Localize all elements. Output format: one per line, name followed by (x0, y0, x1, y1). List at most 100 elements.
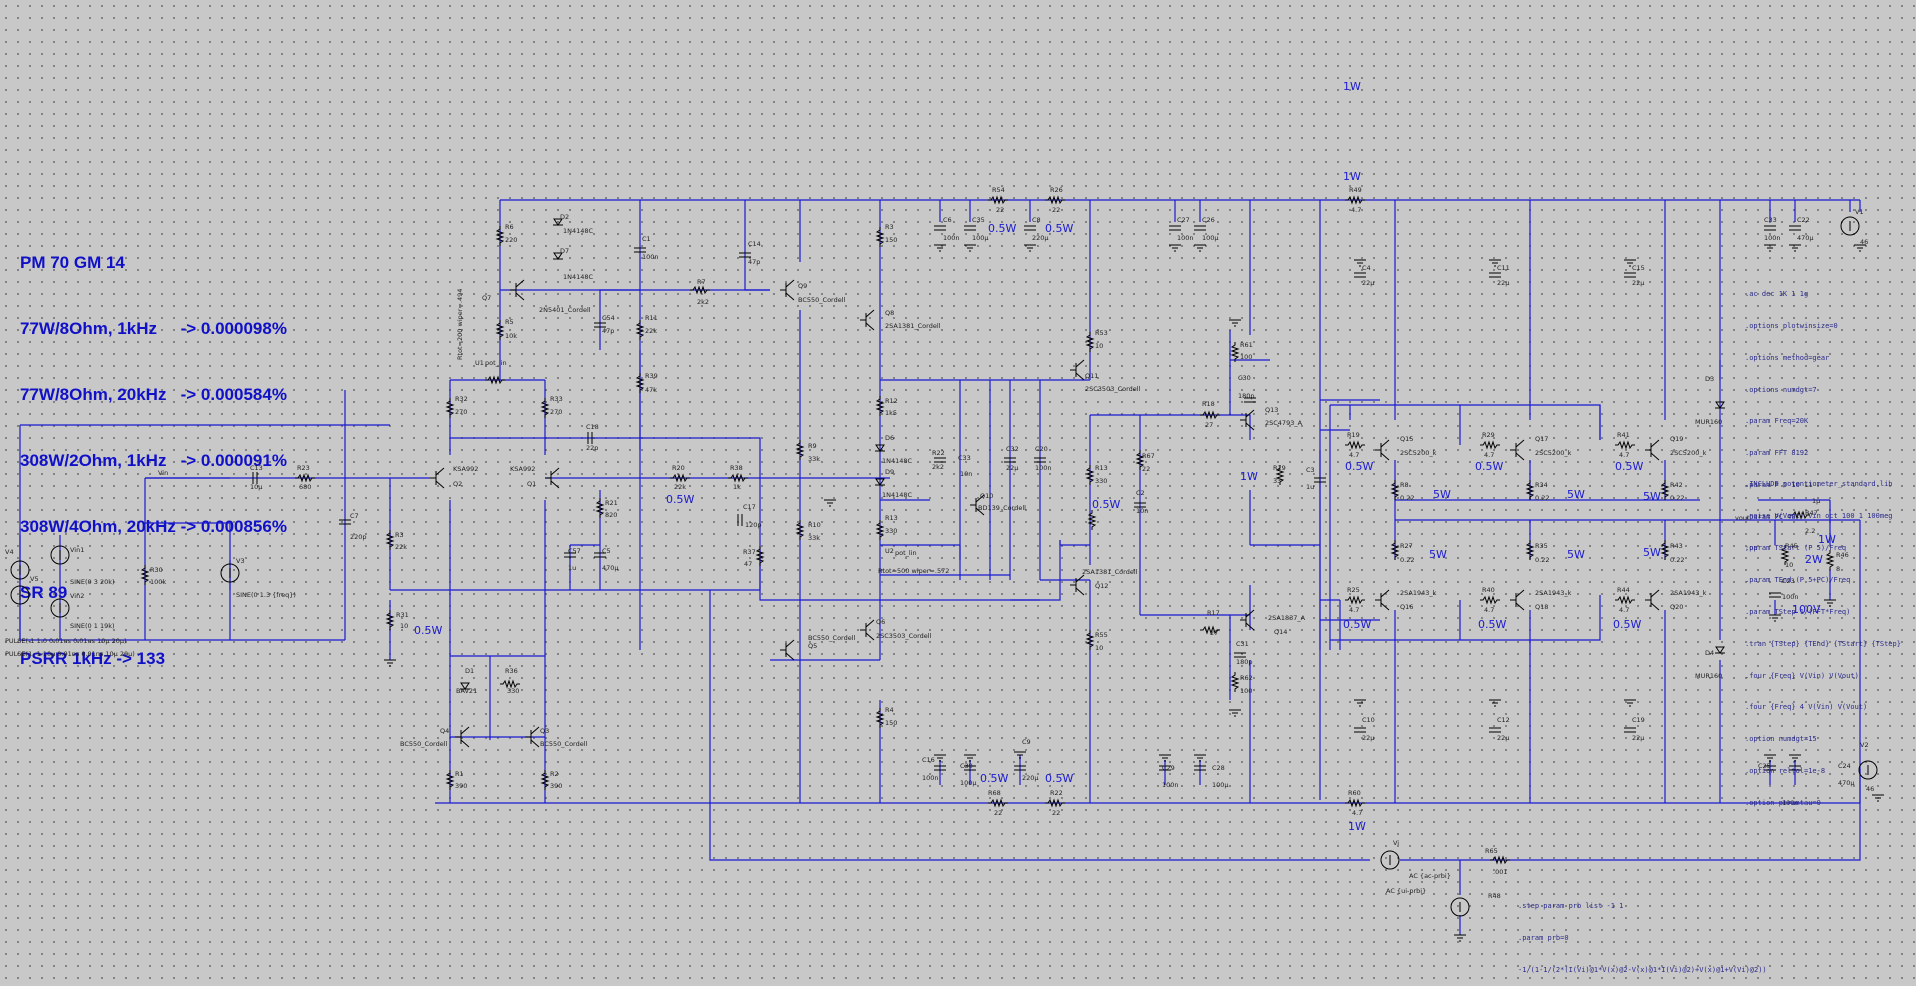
component-label: C33 (1764, 216, 1777, 224)
component-label: 1k5 (885, 409, 897, 417)
component-label: 0.22 (1535, 494, 1549, 502)
component-label: 10n (960, 470, 972, 478)
component-label: R67 (1142, 452, 1155, 460)
component-label: C27 (1177, 216, 1190, 224)
component-label: 100n (1764, 234, 1781, 242)
component-label: SINE(0 3 20k) (70, 578, 115, 586)
component-label: R55 (1095, 631, 1108, 639)
component-label: 22µ (1497, 279, 1509, 287)
component-label: R54 (992, 186, 1005, 194)
component-label: R47 (1805, 509, 1818, 517)
component-label: C39 (960, 762, 973, 770)
component-label: R53 (1095, 329, 1108, 337)
component-label: 22 (1052, 206, 1060, 214)
component-label: 100n (1035, 464, 1052, 472)
power-label: 0.5W (1613, 618, 1641, 631)
component-label: Q16 (1400, 603, 1413, 611)
resistor-symbols (141, 196, 1834, 864)
component-label: D1 (465, 667, 474, 675)
component-label: 47 (744, 560, 752, 568)
component-label: 22µ (1006, 464, 1018, 472)
component-label: C7 (350, 512, 359, 520)
directive-line: .option ptrantau=0 (1745, 798, 1821, 807)
component-label: 10 (1785, 561, 1793, 569)
component-label: R27 (1400, 542, 1413, 550)
input-stage-wiring (19, 200, 1061, 803)
component-label: AC {ui-prbi} (1386, 887, 1426, 895)
component-label: V3 (236, 557, 245, 565)
component-label: Q1 (527, 480, 536, 488)
component-label: 1N4148C (882, 491, 913, 499)
power-label: 0.5W (1343, 618, 1371, 631)
component-label: Q15 (1400, 435, 1413, 443)
component-label: SINE(0 1.3 {freq}) (236, 591, 296, 599)
power-label: 0.5W (1475, 460, 1503, 473)
note-line: 308W/2Ohm, 1kHz -> 0.000091% (20, 451, 287, 470)
directive-line: .param FFT 8192 (1745, 449, 1809, 458)
component-label: BC550_Cordell (400, 740, 448, 748)
component-label: 0.22 (1535, 556, 1549, 564)
component-label: KSA992 (453, 465, 478, 473)
component-label: 100n (1162, 781, 1179, 789)
component-label: V4 (5, 548, 14, 556)
component-label: C33 (958, 454, 971, 462)
component-label: BC550_Cordell (798, 296, 846, 304)
component-label: R18 (1202, 400, 1215, 408)
component-label: Q6 (876, 618, 885, 626)
component-label: 22 (994, 809, 1002, 817)
power-label: 1W (1240, 470, 1258, 483)
directive-line: .param prb=0 (1518, 933, 1569, 942)
component-label: 2N5401_Cordell (539, 306, 591, 314)
component-label: 180p (1236, 658, 1253, 666)
component-label: 100n (1177, 234, 1194, 242)
note-line: PM 70 GM 14 (20, 253, 125, 272)
component-label: 2SA1943_k (1400, 589, 1437, 597)
component-label: 33 (1273, 477, 1281, 485)
component-label: 27 (1210, 629, 1218, 637)
component-label: AC {ac-prbi} (1409, 872, 1451, 880)
component-label: R7 (697, 278, 706, 286)
component-label: R42 (1670, 481, 1683, 489)
component-label: R26 (1050, 186, 1063, 194)
component-label: C1 (642, 235, 651, 243)
component-label: C30 (1238, 374, 1251, 382)
component-label: R13 (1095, 464, 1108, 472)
component-label: pot_lin (485, 359, 507, 367)
component-label: 100µ (1202, 234, 1219, 242)
component-label: R38 (730, 464, 743, 472)
component-label: R4 (885, 706, 894, 714)
component-label: 46 (1866, 785, 1874, 793)
component-label: 4.7 (1619, 606, 1629, 614)
component-label: R9 (808, 442, 817, 450)
component-label: 220 (505, 236, 517, 244)
component-label: 150 (885, 719, 897, 727)
component-label: MUR160 (1695, 672, 1722, 680)
directive-line: .param TStart (P 5)/Freq (1745, 544, 1847, 553)
component-label: 330 (507, 687, 519, 695)
component-label: V2 (1860, 741, 1869, 749)
component-label: 10 (400, 622, 408, 630)
component-label: 270 (550, 408, 562, 416)
note-line: 308W/4Ohm, 20kHz -> 0.000856% (20, 517, 287, 536)
power-label: 1W (1818, 533, 1836, 546)
component-label: C2 (1136, 489, 1145, 497)
schematic-canvas[interactable]: 1W 1W 0.5W 0.5W 0.5W 1W 0.5W 0.5W 0.5W 5… (0, 0, 1916, 944)
component-label: R34 (1535, 481, 1548, 489)
component-label: C5 (602, 547, 611, 555)
component-label: 22µ (1632, 279, 1644, 287)
component-label: 100µ (960, 779, 977, 787)
component-label: 2SA1837_A (1268, 614, 1306, 622)
component-label: 0.22 (1670, 494, 1684, 502)
component-label: 1u (568, 564, 576, 572)
component-label: 220p (350, 533, 367, 541)
component-label: 2SC3503_Cordell (1085, 385, 1141, 393)
component-label: 2SA1943_k (1535, 589, 1572, 597)
component-label: Vin1 (70, 546, 84, 554)
component-label: 22µ (1632, 734, 1644, 742)
component-label: 2SA1381_Cordell (1082, 568, 1138, 576)
component-label: R10 (808, 521, 821, 529)
note-line: 77W/8Ohm, 1kHz -> 0.000098% (20, 319, 287, 338)
component-label: 2SC3503_Cordell (876, 632, 932, 640)
component-label: D7 (560, 247, 569, 255)
component-label: R35 (1535, 542, 1548, 550)
